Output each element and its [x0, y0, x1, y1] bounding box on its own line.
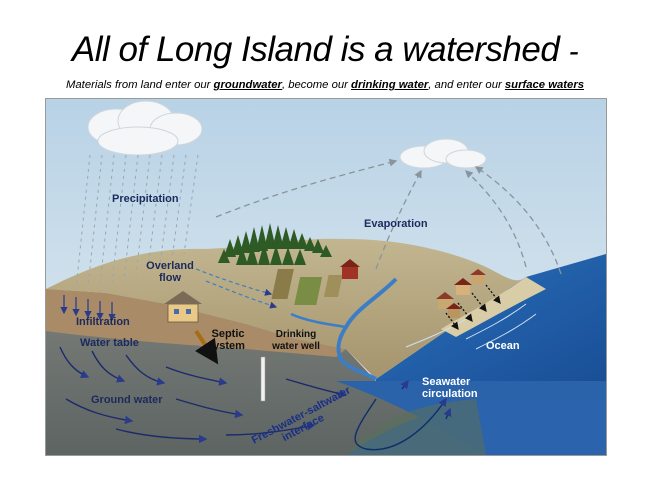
farm-fields [271, 269, 343, 305]
subtitle-text-1: Materials from land enter our [65, 79, 214, 91]
septic-arrow [194, 329, 219, 365]
label-septic-line1: Septic [211, 328, 244, 340]
title-text: All of Long Island is a watershed [71, 30, 560, 69]
infiltration-arrows [60, 295, 116, 322]
subtitle-text-2: , become our [281, 79, 352, 91]
label-precipitation: Precipitation [112, 193, 179, 205]
drinking-water-well [260, 356, 266, 402]
title-separator: - [568, 35, 579, 68]
label-evaporation: Evaporation [364, 218, 428, 230]
label-seawater-line2: circulation [422, 388, 478, 400]
label-drinking-line2: water well [271, 341, 320, 352]
label-overland-flow-line1: Overland [146, 260, 194, 272]
subtitle-term-groundwater: groundwater [213, 79, 282, 91]
rain-cloud [87, 100, 203, 156]
overland-flow-arrows [195, 268, 278, 309]
house [164, 291, 202, 323]
subtitle-term-drinking-water: drinking water [351, 79, 429, 91]
evaporation-arrows [215, 158, 562, 275]
land-hill [46, 238, 526, 379]
seawater-circulation-arrows [354, 379, 452, 451]
page-title: All of Long Island is a watershed - [0, 30, 650, 70]
label-infiltration: Infiltration [76, 316, 130, 328]
river [336, 277, 398, 381]
label-ocean: Ocean [486, 340, 520, 352]
evaporation-cloud [399, 138, 487, 169]
label-septic-line2: system [207, 340, 245, 352]
rain [75, 154, 199, 290]
coastal-town [436, 269, 486, 318]
subtitle-text-3: , and enter our [428, 79, 505, 91]
label-overland-flow-line2: flow [159, 272, 181, 284]
label-ground-water: Ground water [91, 394, 163, 406]
subtitle-term-surface-waters: surface waters [504, 79, 585, 91]
forest [218, 223, 332, 265]
unsaturated-zone [46, 289, 346, 357]
discharge-arrows [445, 284, 501, 331]
stream [290, 312, 347, 329]
label-drinking-line1: Drinking [276, 329, 317, 340]
groundwater-arrows [59, 346, 348, 444]
ocean-waves [405, 303, 537, 350]
page-subtitle: Materials from land enter our groundwate… [0, 79, 650, 91]
barn [340, 259, 360, 279]
label-water-table: Water table [80, 337, 139, 349]
label-seawater-line1: Seawater [422, 376, 471, 388]
